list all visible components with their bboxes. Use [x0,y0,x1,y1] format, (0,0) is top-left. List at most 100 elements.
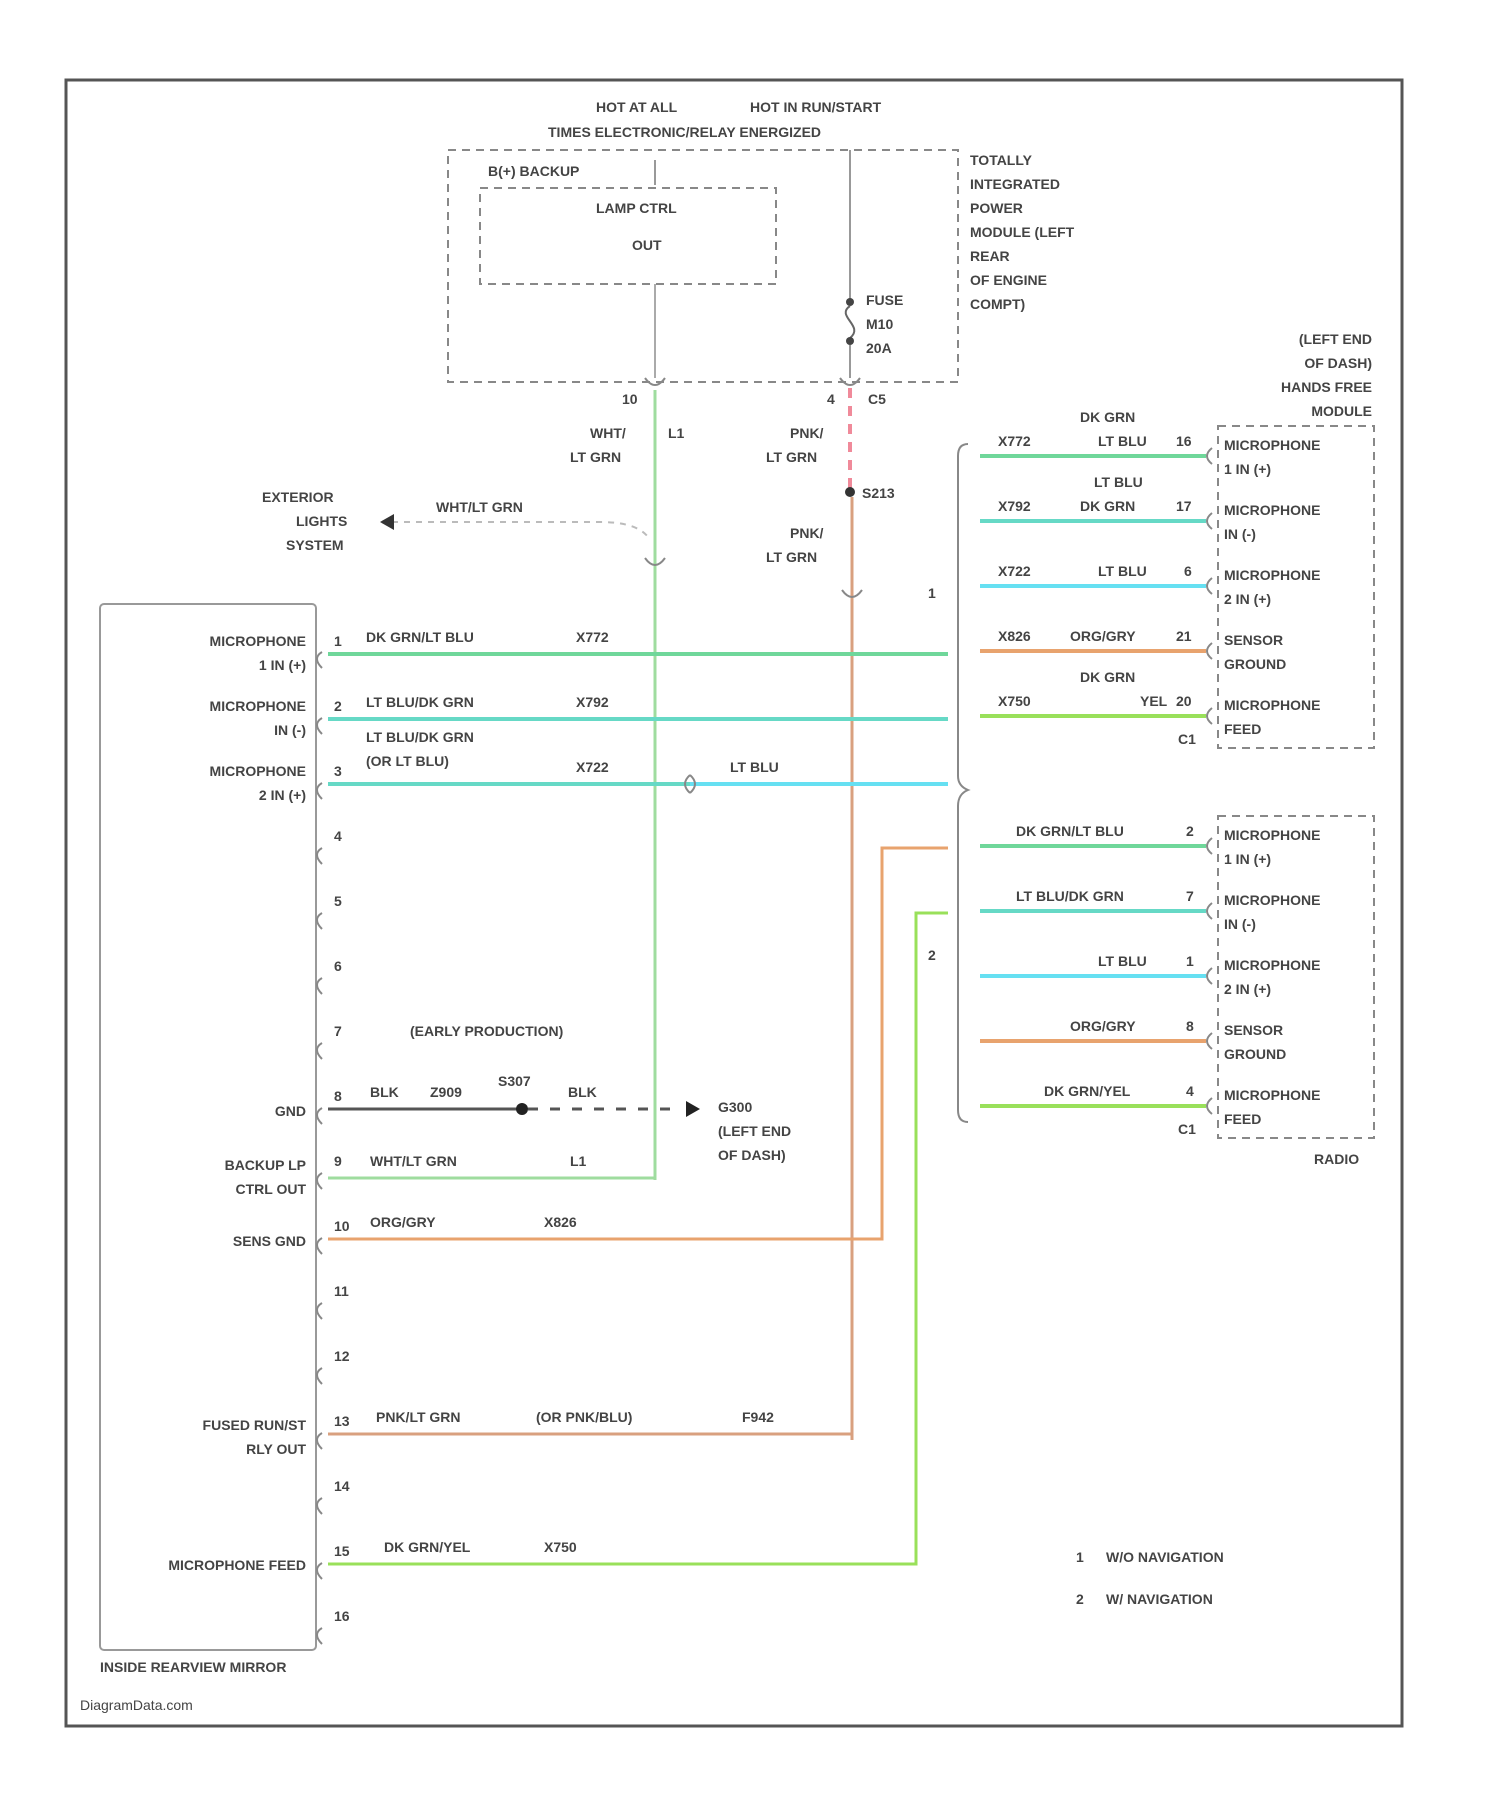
exterior-lights-arrow-icon [380,514,394,530]
mirror-pin-16: 16 [334,1608,350,1624]
wire-x772-color: DK GRN/LT BLU [366,629,474,645]
legend-2-num: 2 [1076,1591,1084,1607]
hfm-row3-circuit: X722 [998,563,1031,579]
mirror-pin13-label-b: RLY OUT [246,1441,306,1457]
header-line2: TIMES ELECTRONIC/RELAY ENERGIZED [548,124,821,140]
ground-g300-0: G300 [718,1099,752,1115]
hfm-row5-wire: YEL [1140,693,1168,709]
exterior-name-2: SYSTEM [286,537,344,553]
legend-1-text: W/O NAVIGATION [1106,1549,1224,1565]
tipm-pin-left-connector [645,378,665,385]
branch-1-label: 1 [928,585,936,601]
wire-f942-color: PNK/LT GRN [376,1409,461,1425]
hfm-name-2: HANDS FREE [1281,379,1372,395]
radio-row4-pin: 8 [1186,1018,1194,1034]
hfm-row4-label-b: GROUND [1224,656,1286,672]
mirror-pin-2: 2 [334,698,342,714]
mirror-pin-9: 9 [334,1153,342,1169]
wire-x826-circuit: X826 [544,1214,577,1230]
hfm-row1-label-b: 1 IN (+) [1224,461,1271,477]
mirror-pin-14: 14 [334,1478,350,1494]
mirror-pin-1: 1 [334,633,342,649]
hfm-row2-label-b: IN (-) [1224,526,1256,542]
wire-x722-color: LT BLU/DK GRN [366,729,474,745]
radio-row1-pin: 2 [1186,823,1194,839]
radio-row1-label-b: 1 IN (+) [1224,851,1271,867]
mirror-pin-10: 10 [334,1218,350,1234]
hfm-row4-pin: 21 [1176,628,1192,644]
branch-bracket-1 [958,444,968,1122]
legend-1-num: 1 [1076,1549,1084,1565]
fuse-icon [846,306,855,338]
tipm-name-1: INTEGRATED [970,176,1060,192]
radio-row2-pin: 7 [1186,888,1194,904]
wire-left-a: WHT/ [590,425,626,441]
radio-row3-label-b: 2 IN (+) [1224,981,1271,997]
hfm-row4-wire: ORG/GRY [1070,628,1136,644]
hfm-row3-pin: 6 [1184,563,1192,579]
mirror-pin2-label-a: MICROPHONE [210,698,306,714]
hfm-row3-label-a: MICROPHONE [1224,567,1320,583]
mirror-pin-3: 3 [334,763,342,779]
tipm-name-6: COMPT) [970,296,1025,312]
wire-z909-circuit: Z909 [430,1084,462,1100]
hfm-name-3: MODULE [1311,403,1372,419]
wire-right-c: PNK/ [790,525,824,541]
wire-f942-color-b: (OR PNK/BLU) [536,1409,632,1425]
wire-x750-circuit: X750 [544,1539,577,1555]
exterior-name-0: EXTERIOR [262,489,334,505]
wire-x792-color: LT BLU/DK GRN [366,694,474,710]
hfm-row5-pin: 20 [1176,693,1192,709]
hfm-row2-wire-top: LT BLU [1094,474,1143,490]
watermark: DiagramData.com [80,1697,193,1713]
radio-row4-label-b: GROUND [1224,1046,1286,1062]
radio-row2-label-a: MICROPHONE [1224,892,1320,908]
lamp-ctrl-out: OUT [632,237,662,253]
radio-row1-wire: DK GRN/LT BLU [1016,823,1124,839]
mirror-pin15-label: MICROPHONE FEED [168,1557,306,1573]
tipm-pin-left: 10 [622,391,638,407]
hfm-name-0: (LEFT END [1299,331,1372,347]
splice-s213-dot [845,487,855,497]
radio-row1-label-a: MICROPHONE [1224,827,1320,843]
header-hot-all: HOT AT ALL [596,99,678,115]
tipm-name-3: MODULE (LEFT [970,224,1075,240]
hfm-connectors [1207,448,1212,724]
hfm-row1-circuit: X772 [998,433,1031,449]
tipm-conn: C5 [868,391,886,407]
exterior-wire-label: WHT/LT GRN [436,499,523,515]
fuse-label-2: 20A [866,340,892,356]
wire-z909-after: BLK [568,1084,597,1100]
wire-right-d: LT GRN [766,549,817,565]
tipm-pin-right: 4 [827,391,835,407]
wire-l1-circuit: L1 [570,1153,587,1169]
hfm-row4-circuit: X826 [998,628,1031,644]
lamp-ctrl-label: LAMP CTRL [596,200,677,216]
wire-l1-color: WHT/LT GRN [370,1153,457,1169]
wire-x826 [328,848,948,1239]
mirror-pin2-label-b: IN (-) [274,722,306,738]
mirror-pin13-label-a: FUSED RUN/ST [203,1417,307,1433]
fuse-label-0: FUSE [866,292,903,308]
splice-s213: S213 [862,485,895,501]
exterior-lights-wire [392,522,650,540]
mirror-box [100,604,316,1650]
wire-right-a: PNK/ [790,425,824,441]
radio-row5-pin: 4 [1186,1083,1194,1099]
wire-right-b: LT GRN [766,449,817,465]
radio-connectors [1207,838,1212,1114]
mirror-pin-7: 7 [334,1023,342,1039]
hfm-row1-wire-top: DK GRN [1080,409,1135,425]
mirror-pin8-label: GND [275,1103,306,1119]
mirror-pin-4: 4 [334,828,342,844]
radio-row4-wire: ORG/GRY [1070,1018,1136,1034]
hfm-row2-label-a: MICROPHONE [1224,502,1320,518]
hfm-row5-label-a: MICROPHONE [1224,697,1320,713]
mirror-pin-6: 6 [334,958,342,974]
mirror-name: INSIDE REARVIEW MIRROR [100,1659,286,1675]
radio-row2-label-b: IN (-) [1224,916,1256,932]
exterior-name-1: LIGHTS [296,513,347,529]
early-production-note: (EARLY PRODUCTION) [410,1023,563,1039]
wire-x792-circuit: X792 [576,694,609,710]
